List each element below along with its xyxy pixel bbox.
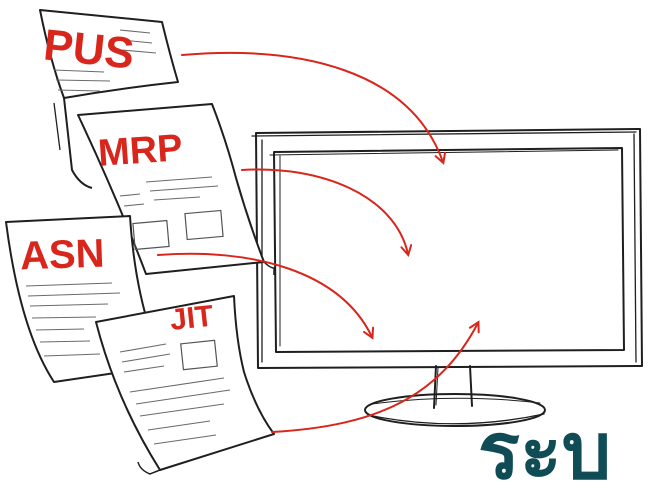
arrow-jit-to-screen bbox=[272, 323, 478, 432]
document-label-pus: PUS bbox=[41, 20, 136, 78]
caption-text: ระบ bbox=[478, 406, 655, 497]
document-label-mrp: MRP bbox=[97, 127, 184, 175]
document-label-asn: ASN bbox=[19, 231, 105, 278]
arrow-mrp-to-screen bbox=[242, 169, 408, 254]
document-jit: JIT bbox=[96, 296, 274, 474]
document-label-jit: JIT bbox=[168, 300, 215, 337]
